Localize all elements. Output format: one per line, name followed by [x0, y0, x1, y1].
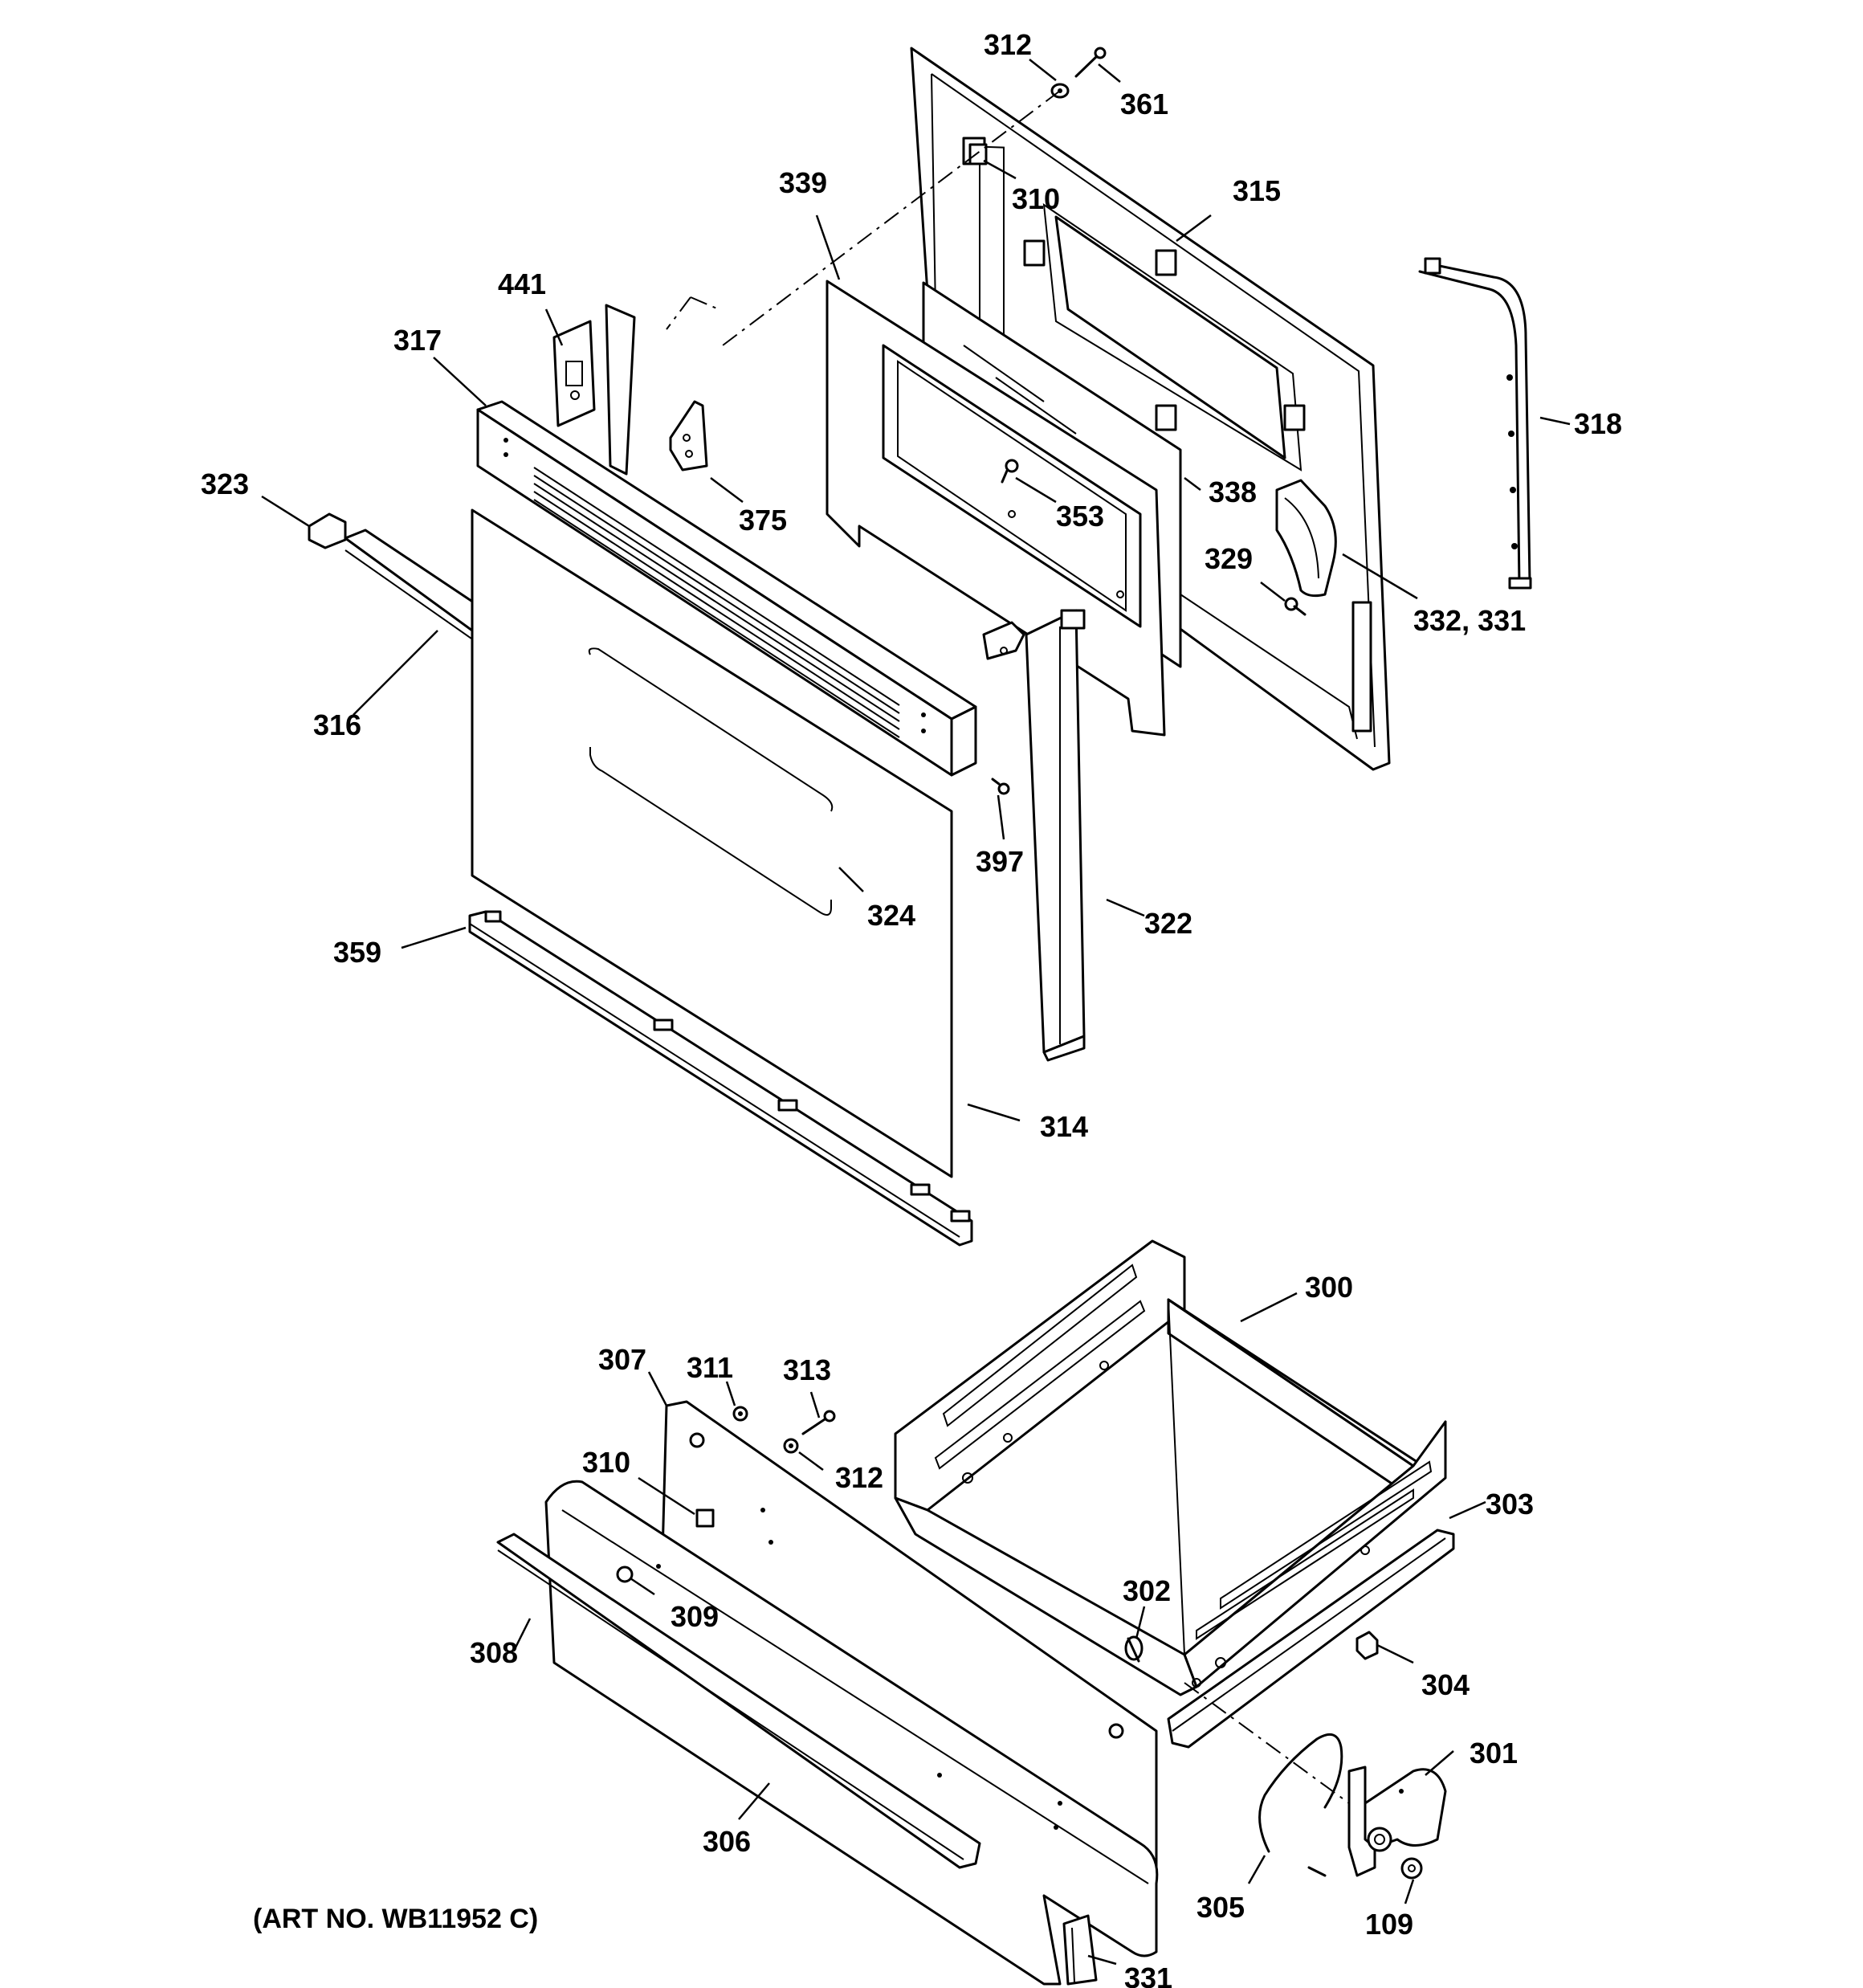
part-301-drawer-bracket [1347, 1766, 1447, 1877]
part-317-vent-trim [476, 400, 977, 777]
part-311-nut [732, 1406, 748, 1422]
label-109: 109 [1365, 1908, 1413, 1941]
label-318: 318 [1574, 407, 1622, 440]
label-306: 306 [703, 1825, 751, 1858]
label-310-upper: 310 [1012, 182, 1060, 215]
part-300-drawer-body [894, 1239, 1447, 1696]
part-307-drawer-inner-front [661, 1400, 1158, 1881]
part-329-screw [1284, 597, 1307, 616]
part-302-roller [1124, 1635, 1143, 1663]
label-331-lower: 331 [1124, 1961, 1172, 1988]
label-310-lower: 310 [582, 1446, 630, 1479]
part-304-bumper [1355, 1631, 1379, 1660]
label-361: 361 [1120, 88, 1168, 120]
part-322-side-trim [982, 609, 1086, 1062]
label-317: 317 [393, 324, 442, 357]
assembly-line-upper [666, 90, 1061, 346]
label-312-upper: 312 [984, 28, 1032, 61]
label-303: 303 [1486, 1488, 1534, 1521]
part-308-drawer-handle [496, 1533, 981, 1869]
label-315: 315 [1233, 174, 1281, 207]
label-311: 311 [687, 1351, 733, 1384]
part-318-door-gasket [1418, 257, 1532, 590]
label-302: 302 [1123, 1574, 1171, 1607]
part-310-bumper [968, 143, 988, 165]
label-316: 316 [313, 708, 361, 741]
part-109-nut [1400, 1857, 1423, 1880]
part-359-door-bottom-trim [468, 910, 973, 1247]
label-307: 307 [598, 1343, 646, 1376]
label-332-331: 332, 331 [1413, 604, 1526, 637]
label-300: 300 [1305, 1271, 1353, 1304]
label-308: 308 [470, 1636, 518, 1669]
part-353-screw [1001, 459, 1019, 484]
label-322: 322 [1144, 907, 1192, 940]
part-305-spring-clip [1258, 1733, 1343, 1877]
part-312-washer-lower [783, 1438, 799, 1454]
assembly-line-lower [1184, 1682, 1350, 1804]
label-339: 339 [779, 166, 827, 199]
label-305: 305 [1196, 1891, 1245, 1924]
label-301: 301 [1470, 1737, 1518, 1770]
part-313-screw [801, 1410, 836, 1435]
part-306-drawer-front-panel [544, 1480, 1159, 1986]
label-314: 314 [1040, 1110, 1088, 1143]
label-309: 309 [671, 1600, 719, 1633]
label-375: 375 [739, 504, 787, 537]
label-313: 313 [783, 1353, 831, 1386]
label-312-lower: 312 [835, 1461, 883, 1494]
label-353: 353 [1056, 500, 1104, 533]
part-441-hinge [552, 304, 636, 476]
part-303-drawer-slide [1167, 1529, 1455, 1749]
label-338: 338 [1209, 476, 1257, 508]
part-314-outer-door-panel [471, 508, 953, 1178]
label-329: 329 [1205, 542, 1253, 575]
label-323: 323 [201, 467, 249, 500]
label-397: 397 [976, 845, 1024, 878]
part-332-insulation [1275, 479, 1337, 598]
label-304: 304 [1421, 1668, 1470, 1701]
part-323-handle-endcap [308, 512, 347, 549]
label-359: 359 [333, 936, 381, 969]
label-441: 441 [498, 267, 546, 300]
art-number-footer: (ART NO. WB11952 C) [253, 1904, 538, 1934]
part-310-bumper-lower [695, 1508, 715, 1528]
label-324: 324 [867, 899, 915, 932]
part-397-screw [991, 778, 1010, 795]
callout-labels: 312 361 310 339 315 441 317 318 323 375 … [201, 28, 1622, 1988]
part-361-screw [1074, 47, 1107, 78]
part-375-bracket [669, 400, 708, 471]
leader-lines [261, 59, 1571, 1966]
part-331-bracket [1062, 1914, 1098, 1986]
